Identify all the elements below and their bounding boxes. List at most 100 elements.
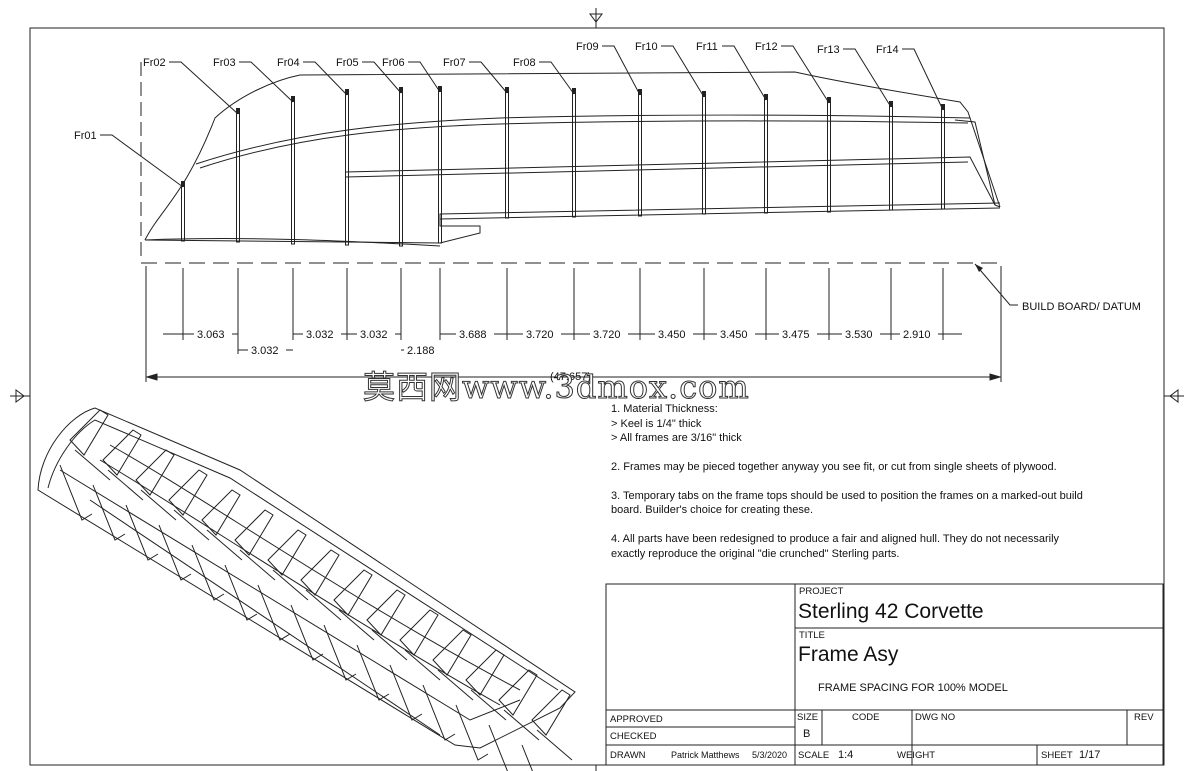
iso-rib: [173, 509, 210, 541]
iso-rib: [125, 504, 159, 561]
frame-line: [399, 90, 403, 247]
iso-rib: [168, 469, 208, 516]
dimension-value: 3.032: [306, 329, 334, 341]
iso-rib: [206, 529, 243, 561]
note-line: 3. Temporary tabs on the frame tops shou…: [611, 490, 1083, 502]
iso-rib: [437, 669, 474, 701]
frame-leader: [539, 61, 575, 95]
size-value: B: [803, 728, 811, 740]
iso-rib: [455, 704, 489, 761]
frame-leader: [843, 48, 892, 108]
rev-label: REV: [1134, 712, 1154, 723]
dimension-value: 3.475: [782, 329, 810, 341]
note-line: board. Builder's choice for creating the…: [611, 504, 814, 516]
iso-rib: [290, 604, 324, 661]
dimension-value: 3.032: [251, 345, 279, 357]
note-line: 4. All parts have been redesigned to pro…: [611, 533, 1060, 545]
frame-leader: [902, 48, 944, 111]
iso-rib: [92, 484, 126, 541]
watermark: 莫西网www.3dmox.com: [363, 368, 750, 407]
drawing-subtitle: FRAME SPACING FOR 100% MODEL: [818, 682, 1008, 694]
iso-rib: [371, 629, 408, 661]
iso-rib: [300, 549, 340, 596]
dimension-label-bg: [717, 327, 755, 340]
dwg-no-label: DWG NO: [915, 712, 956, 723]
frame-label: Fr08: [513, 57, 536, 69]
frame-tab: [291, 96, 295, 102]
frame-tab: [638, 89, 642, 95]
iso-rib: [102, 429, 142, 476]
frame-label: Fr01: [74, 130, 97, 142]
iso-rib: [267, 529, 307, 576]
iso-rib: [224, 564, 258, 621]
iso-rib: [201, 489, 241, 536]
frame-tab: [941, 104, 945, 110]
iso-rib: [323, 624, 357, 681]
dimension-value: 3.530: [845, 329, 873, 341]
iso-rib: [498, 669, 538, 716]
frame-leader: [602, 45, 641, 96]
frame-tab: [572, 88, 576, 94]
drawn-date: 5/3/2020: [752, 750, 788, 760]
frame-line: [291, 99, 295, 245]
iso-rib: [191, 544, 225, 601]
iso-rib: [404, 649, 441, 681]
iso-rib: [338, 609, 375, 641]
frame-label: Fr09: [576, 41, 599, 53]
iso-rib: [432, 629, 472, 676]
frame-label: Fr02: [143, 57, 166, 69]
frame-label: Fr11: [696, 41, 718, 53]
dimension-value: 3.032: [360, 329, 388, 341]
iso-rib: [488, 724, 508, 771]
frame-tab: [236, 108, 240, 114]
iso-rib: [135, 449, 175, 496]
iso-rib: [356, 644, 390, 701]
frame-label: Fr03: [213, 57, 236, 69]
scale-label: SCALE: [798, 750, 830, 761]
frame-line: [345, 92, 349, 246]
frame-tab: [181, 181, 185, 187]
frame-label: Fr07: [443, 57, 466, 69]
code-label: CODE: [852, 712, 880, 723]
frame-tab: [345, 89, 349, 95]
frame-leader: [781, 45, 830, 104]
frame-line: [702, 94, 706, 215]
overall-dimension-value: (47.657): [550, 371, 591, 383]
dimension-label-bg: [655, 327, 693, 340]
datum-leader: BUILD BOARD/ DATUM: [974, 263, 1141, 313]
note-line: exactly reproduce the original "die crun…: [611, 548, 900, 560]
drawn-label: DRAWN: [610, 750, 646, 761]
frame-label: Fr12: [755, 41, 778, 53]
frame-label: Fr05: [336, 57, 359, 69]
iso-rib: [69, 409, 109, 456]
dimension-label-bg: [590, 327, 628, 340]
iso-rib: [531, 689, 571, 736]
iso-rib: [503, 709, 540, 741]
note-line: 1. Material Thickness:: [611, 403, 718, 415]
size-label: SIZE: [797, 712, 819, 723]
iso-rib: [234, 509, 274, 556]
frame-leader: [469, 61, 508, 94]
project-name: Sterling 42 Corvette: [798, 600, 984, 623]
frame-leader: [408, 61, 441, 93]
datum-label: BUILD BOARD/ DATUM: [1022, 301, 1141, 313]
frame-leader: [722, 45, 767, 101]
frame-leader: [100, 134, 184, 188]
side-view: [140, 62, 1001, 264]
note-line: > All frames are 3/16" thick: [611, 432, 742, 444]
frame-tab: [438, 86, 442, 92]
frame-line: [236, 111, 240, 243]
drawn-by: Patrick Matthews: [671, 750, 740, 760]
scale-value: 1:4: [838, 749, 854, 761]
frame-tab: [764, 94, 768, 100]
dimension-label-bg: [456, 327, 494, 340]
frame-label: Fr13: [817, 44, 840, 56]
iso-rib: [536, 729, 573, 761]
iso-rib: [366, 589, 406, 636]
frame-line: [638, 92, 642, 217]
sheet-value: 1/17: [1079, 749, 1101, 761]
frame-tab: [889, 101, 893, 107]
iso-rib: [140, 489, 177, 521]
